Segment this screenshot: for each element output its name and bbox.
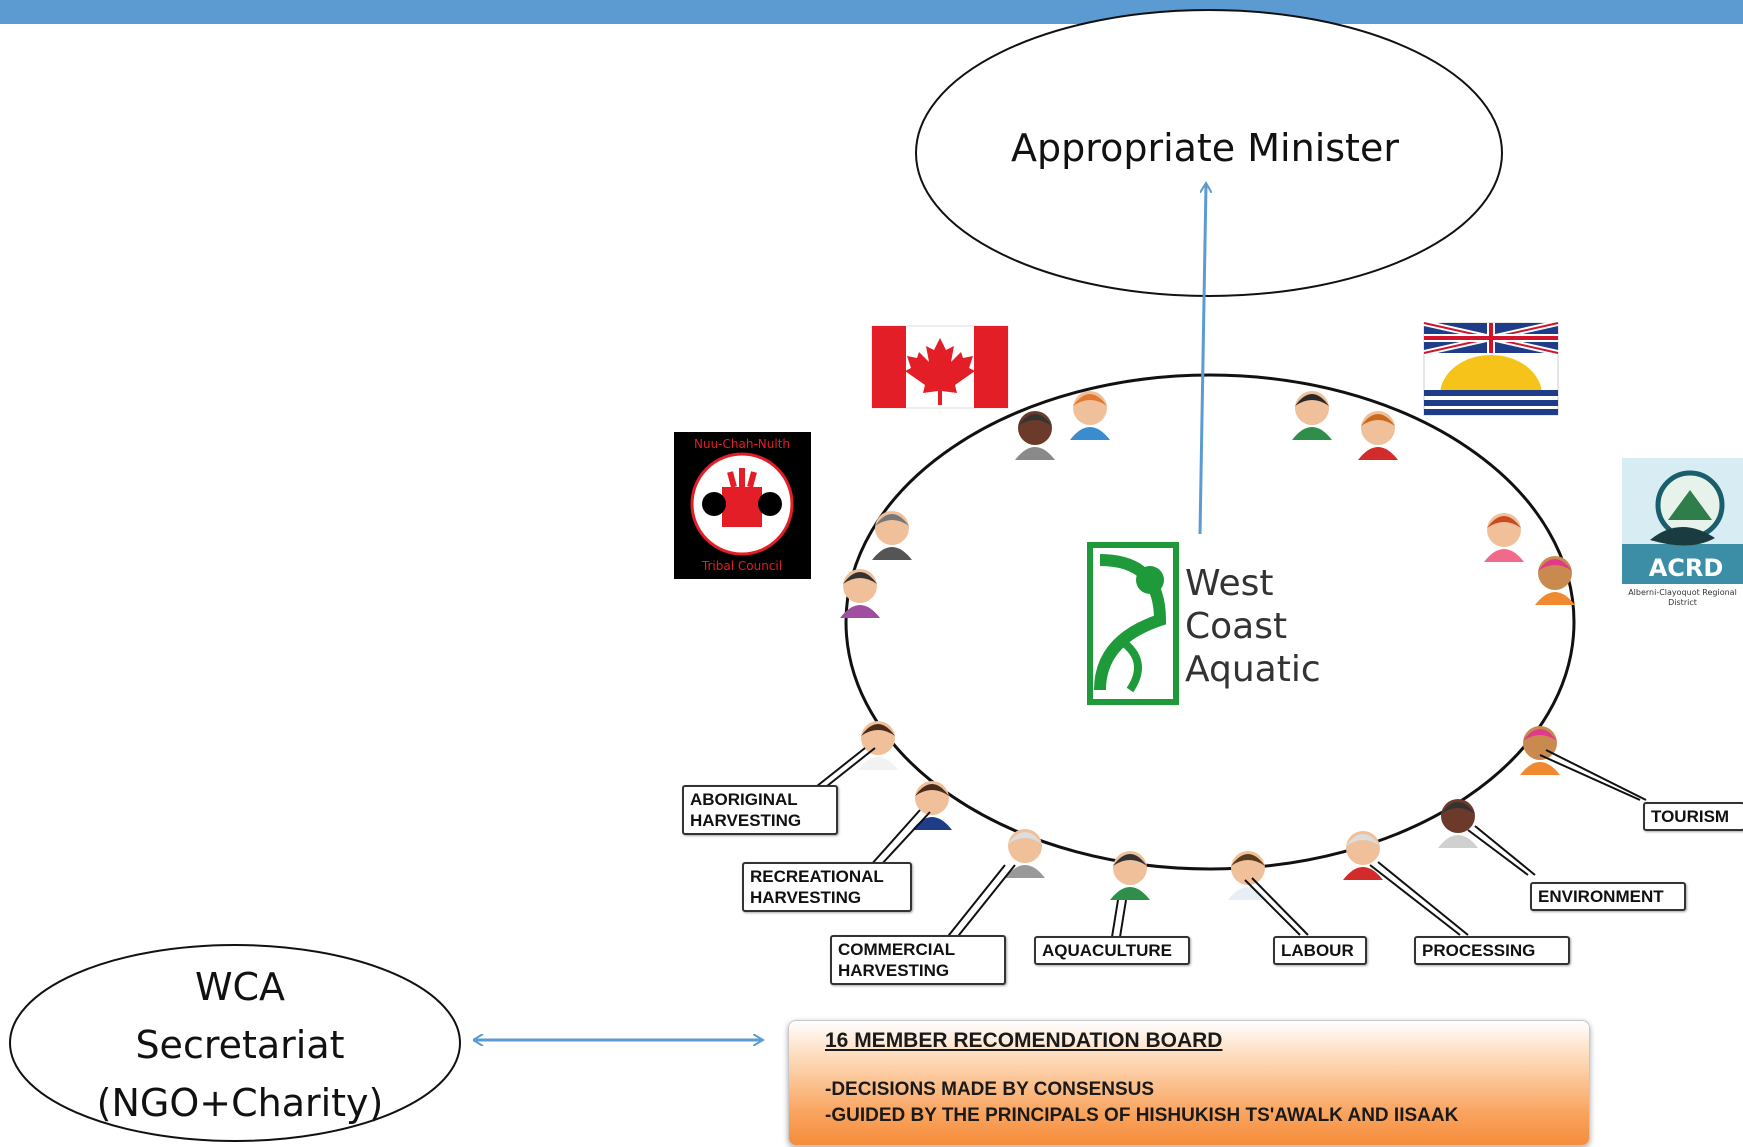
council-member-icon <box>1110 851 1150 900</box>
council-member-icon <box>912 781 952 830</box>
sector-processing: PROCESSING <box>1414 936 1570 965</box>
wca-logo-line-1: West <box>1185 563 1274 604</box>
council-member-icon <box>1358 411 1398 460</box>
sector-environment: ENVIRONMENT <box>1530 882 1686 911</box>
wca-logo-line-2: Coast <box>1185 606 1287 647</box>
wca-logo-icon <box>1087 542 1179 705</box>
sector-connectors <box>811 747 1647 941</box>
canada-flag-icon <box>871 325 1009 409</box>
council-member-icon <box>1015 411 1055 460</box>
secretariat-line-3: (NGO+Charity) <box>96 1081 384 1125</box>
nuu-logo-bottom-text: Tribal Council <box>701 559 782 573</box>
sector-labour: LABOUR <box>1273 936 1367 965</box>
sector-aboriginal-harvesting: ABORIGINAL HARVESTING <box>682 785 838 835</box>
sector-aquaculture: AQUACULTURE <box>1034 936 1190 965</box>
bc-flag-icon <box>1423 320 1559 416</box>
top-accent-bar <box>0 0 1743 24</box>
acrd-subtitle: Alberni-Clayoquot Regional District <box>1628 588 1737 607</box>
acrd-logo-icon <box>1622 458 1743 584</box>
board-line-2: -GUIDED BY THE PRINCIPALS OF HISHUKISH T… <box>825 1105 1459 1126</box>
sector-tourism: TOURISM <box>1643 802 1743 831</box>
council-member-icon <box>1484 513 1524 562</box>
council-member-icon <box>1535 556 1575 605</box>
recommendation-board: 16 MEMBER RECOMENDATION BOARD -DECISIONS… <box>788 1020 1590 1146</box>
board-line-1: -DECISIONS MADE BY CONSENSUS <box>825 1079 1155 1100</box>
arrow-to-minister <box>1198 184 1206 535</box>
minister-ellipse <box>915 9 1503 297</box>
secretariat-line-1: WCA <box>194 965 286 1009</box>
council-member-icon <box>1520 726 1560 775</box>
council-member-icon <box>872 511 912 560</box>
council-member-icon <box>1070 391 1110 440</box>
acrd-name: ACRD <box>1649 554 1724 582</box>
council-member-icon <box>840 569 880 618</box>
council-member-icon <box>1228 851 1268 900</box>
secretariat-ellipse <box>9 944 461 1142</box>
council-ellipse <box>844 373 1576 871</box>
council-member-icon <box>858 721 898 770</box>
secretariat-label: WCA Secretariat (NGO+Charity) <box>60 958 420 1132</box>
council-member-icon <box>1292 391 1332 440</box>
sector-commercial-harvesting: COMMERCIAL HARVESTING <box>830 935 1006 985</box>
council-member-icon <box>1438 799 1478 848</box>
secretariat-line-2: Secretariat <box>135 1023 345 1067</box>
council-members <box>840 391 1575 900</box>
nuu-chah-nulth-logo: Nuu-Chah-Nulth Tribal Council <box>674 432 811 579</box>
council-member-icon <box>1343 831 1383 880</box>
nuu-logo-top-text: Nuu-Chah-Nulth <box>694 437 790 451</box>
sector-recreational-harvesting: RECREATIONAL HARVESTING <box>742 862 912 912</box>
council-member-icon <box>1005 829 1045 878</box>
board-title: 16 MEMBER RECOMENDATION BOARD <box>825 1029 1223 1052</box>
wca-logo-line-3: Aquatic <box>1185 649 1321 690</box>
minister-label: Appropriate Minister <box>1011 126 1399 170</box>
